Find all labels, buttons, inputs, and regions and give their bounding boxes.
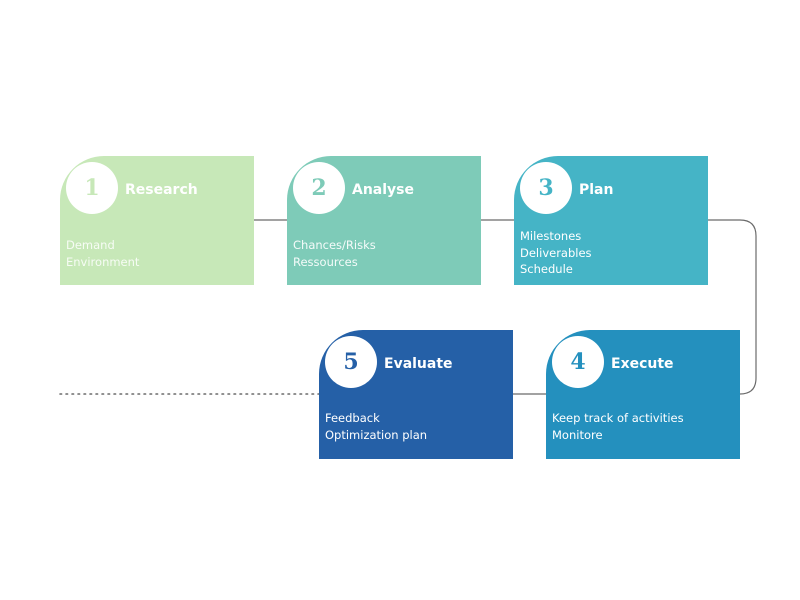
step-title: Research [125,182,198,198]
step-item-list: Feedback Optimization plan [325,410,427,443]
step-title: Execute [611,356,674,372]
step-number-badge: 4 [552,336,604,388]
step-item: Schedule [520,262,573,276]
step-card-research: 1 Research Demand Environment [60,156,254,285]
step-number-badge: 5 [325,336,377,388]
step-item-list: Chances/Risks Ressources [293,237,376,270]
step-item: Milestones [520,229,582,243]
step-item-list: Milestones Deliverables Schedule [520,228,592,278]
step-item-list: Keep track of activities Monitore [552,410,684,443]
step-card-analyse: 2 Analyse Chances/Risks Ressources [287,156,481,285]
step-number-badge: 2 [293,162,345,214]
step-item: Feedback [325,411,380,425]
step-title: Plan [579,182,614,198]
step-number-badge: 1 [66,162,118,214]
step-item: Ressources [293,254,358,269]
step-item: Chances/Risks [293,238,376,252]
step-card-evaluate: 5 Evaluate Feedback Optimization plan [319,330,513,459]
step-card-plan: 3 Plan Milestones Deliverables Schedule [514,156,708,285]
step-item: Demand [66,238,115,252]
step-card-execute: 4 Execute Keep track of activities Monit… [546,330,740,459]
step-item: Environment [66,254,140,269]
step-title: Evaluate [384,356,453,372]
step-item: Deliverables [520,245,592,260]
step-item-list: Demand Environment [66,237,139,270]
step-item: Optimization plan [325,427,428,442]
step-number-badge: 3 [520,162,572,214]
step-title: Analyse [352,182,415,198]
connector-plan-execute [708,219,757,395]
step-item: Keep track of activities [552,411,684,425]
step-item: Monitore [552,427,603,442]
